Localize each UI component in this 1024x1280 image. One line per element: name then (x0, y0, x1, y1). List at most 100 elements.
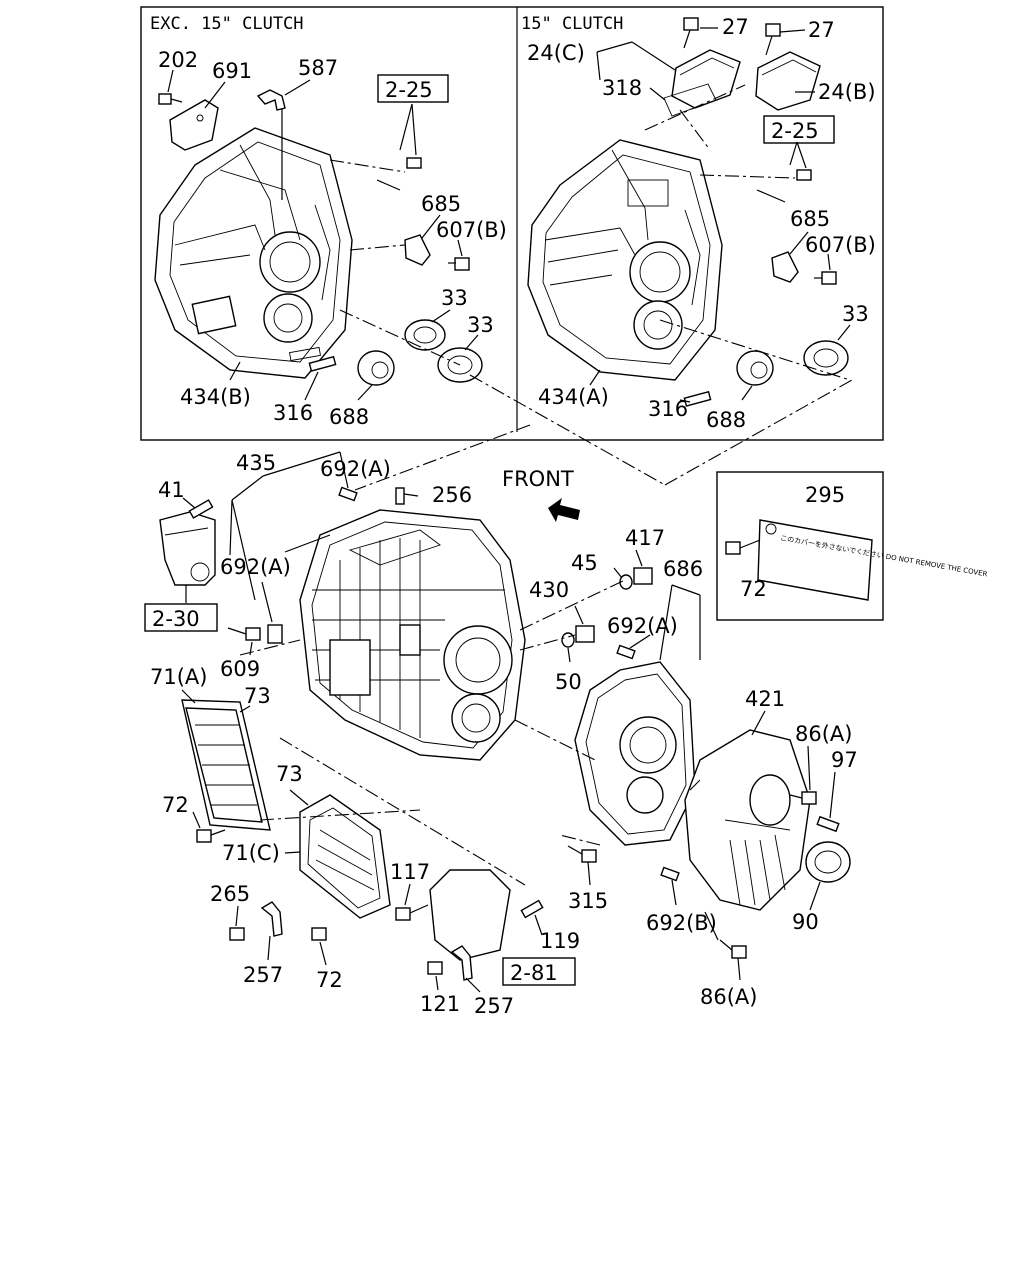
transmission-case-435 (299, 509, 526, 761)
label-318: 318 (602, 76, 642, 100)
label-692a-right: 692(A) (607, 614, 678, 638)
label-71c: 71(C) (222, 841, 280, 865)
pin-692a-left (267, 624, 283, 644)
bolt-72-side-1 (196, 829, 226, 843)
ref-box-2-25-right[interactable]: 2-25 (763, 115, 835, 144)
ref-box-2-81[interactable]: 2-81 (502, 957, 576, 986)
label-97: 97 (831, 748, 858, 772)
label-316-right: 316 (648, 397, 688, 421)
plate-316-right (683, 390, 712, 407)
bracket-685b (771, 251, 799, 283)
label-265: 265 (210, 882, 250, 906)
bolt-27-a (683, 17, 699, 49)
washer-50 (561, 632, 575, 648)
label-72-side-1: 72 (162, 793, 189, 817)
pin-97 (816, 815, 840, 833)
ref-2-81-text: 2-81 (510, 961, 558, 985)
front-arrow-icon (548, 498, 580, 522)
bracket-685a (404, 234, 431, 266)
bolt-stud-225a (376, 157, 422, 191)
label-73b: 73 (276, 762, 303, 786)
clutch-housing-434a (527, 139, 723, 381)
bolt-607b-right (814, 271, 837, 285)
label-430: 430 (529, 578, 569, 602)
label-315: 315 (568, 889, 608, 913)
pin-692a-top (338, 486, 358, 502)
ref-2-25-left-text: 2-25 (385, 78, 433, 102)
label-90: 90 (792, 910, 819, 934)
label-33a: 33 (441, 286, 468, 310)
label-685a: 685 (421, 192, 461, 216)
label-417: 417 (625, 526, 665, 550)
part-labels: 202 691 587 685 607(B) 33 33 434(B) 316 … (150, 15, 876, 1018)
ref-2-30-text: 2-30 (152, 607, 200, 631)
label-421: 421 (745, 687, 785, 711)
bolt-265 (229, 927, 245, 941)
pipe-587 (256, 89, 286, 111)
label-50: 50 (555, 670, 582, 694)
label-24c: 24(C) (527, 41, 585, 65)
label-27b: 27 (808, 18, 835, 42)
left-panel-header: EXC. 15" CLUTCH (150, 14, 304, 34)
label-33c: 33 (842, 302, 869, 326)
label-72-plate: 72 (740, 577, 767, 601)
seal-90 (805, 841, 851, 883)
label-33b: 33 (467, 313, 494, 337)
front-label: FRONT (502, 467, 574, 491)
pin-256 (395, 487, 405, 505)
bearing-688-right (736, 350, 774, 386)
label-202: 202 (158, 48, 198, 72)
label-73a: 73 (244, 684, 271, 708)
ref-box-2-25-left[interactable]: 2-25 (377, 74, 449, 103)
side-cover-71a (181, 699, 271, 831)
bolt-stud-225b (756, 169, 812, 203)
label-257-left: 257 (243, 963, 283, 987)
label-434b: 434(B) (180, 385, 251, 409)
label-24b: 24(B) (818, 80, 876, 104)
bracket-691 (169, 99, 219, 151)
bolt-315 (567, 845, 597, 863)
pipe-257-right (450, 945, 473, 981)
label-257-right: 257 (474, 994, 514, 1018)
label-692a-left: 692(A) (220, 555, 291, 579)
right-panel-header: 15" CLUTCH (521, 14, 623, 34)
cover-2-81 (429, 869, 511, 961)
bolt-609 (227, 627, 261, 641)
label-295: 295 (805, 483, 845, 507)
label-119: 119 (540, 929, 580, 953)
cover-24b (755, 51, 821, 111)
pin-119 (520, 899, 544, 919)
bolt-27-b (765, 23, 781, 56)
label-434a: 434(A) (538, 385, 609, 409)
label-71a: 71(A) (150, 665, 207, 689)
warning-plate-box (716, 471, 884, 621)
lever-41-assembly (159, 499, 216, 586)
rear-housing-686 (574, 661, 696, 846)
label-121: 121 (420, 992, 460, 1016)
label-72-side-2: 72 (316, 968, 343, 992)
middle-leaders (181, 451, 836, 993)
clutch-housing-434b (154, 105, 353, 379)
bolt-117 (395, 904, 429, 921)
plug-430 (575, 625, 595, 643)
cross-leaders (354, 374, 853, 491)
bolt-86a-bottom (719, 939, 747, 959)
label-692a-top: 692(A) (320, 457, 391, 481)
seal-33-left-1 (404, 319, 446, 351)
seal-33-right (803, 340, 849, 376)
label-685b: 685 (790, 207, 830, 231)
label-691: 691 (212, 59, 252, 83)
side-cover-71c (299, 794, 391, 919)
bolt-72-plate (725, 539, 761, 555)
nut-121 (427, 961, 443, 975)
bearing-688-left (357, 350, 395, 386)
label-688-left: 688 (329, 405, 369, 429)
plate-316-left (308, 355, 337, 372)
pipe-257-left (260, 901, 283, 937)
label-686: 686 (663, 557, 703, 581)
label-256: 256 (432, 483, 472, 507)
ref-box-2-30[interactable]: 2-30 (144, 603, 218, 632)
extension-housing-421 (684, 729, 811, 911)
bolt-86a-top (789, 791, 817, 805)
